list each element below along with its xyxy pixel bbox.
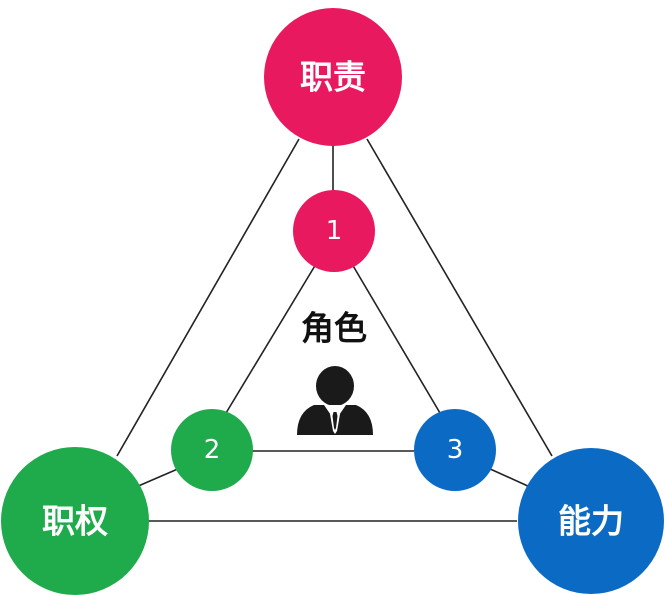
- inner-node-2-circle: [171, 409, 253, 491]
- spoke-left-2: [135, 467, 181, 488]
- inner-node-1: 1: [293, 190, 375, 272]
- inner-node-1-label: 1: [326, 216, 343, 246]
- spoke-right-3: [487, 467, 531, 488]
- edge-inner-1-2: [225, 263, 317, 414]
- inner-node-1-circle: [293, 190, 375, 272]
- node-right-circle: [518, 448, 664, 594]
- node-right: 能力: [518, 448, 664, 594]
- node-left-label: 职权: [42, 502, 108, 541]
- node-left: 职权: [1, 447, 149, 595]
- node-right-label: 能力: [558, 502, 624, 541]
- center-role-label: 角色: [301, 309, 367, 348]
- node-left-circle: [1, 447, 149, 595]
- node-top-label: 职责: [300, 58, 366, 97]
- inner-node-3: 3: [414, 409, 496, 491]
- node-top: 职责: [264, 8, 402, 146]
- inner-node-3-circle: [414, 409, 496, 491]
- edge-inner-1-3: [351, 263, 441, 414]
- edge-top-right: [366, 138, 553, 457]
- inner-node-3-label: 3: [447, 435, 464, 465]
- node-top-circle: [264, 8, 402, 146]
- person-in-suit-icon: [297, 366, 373, 435]
- inner-node-2: 2: [171, 409, 253, 491]
- inner-node-2-label: 2: [204, 435, 221, 465]
- edge-top-left: [116, 138, 300, 457]
